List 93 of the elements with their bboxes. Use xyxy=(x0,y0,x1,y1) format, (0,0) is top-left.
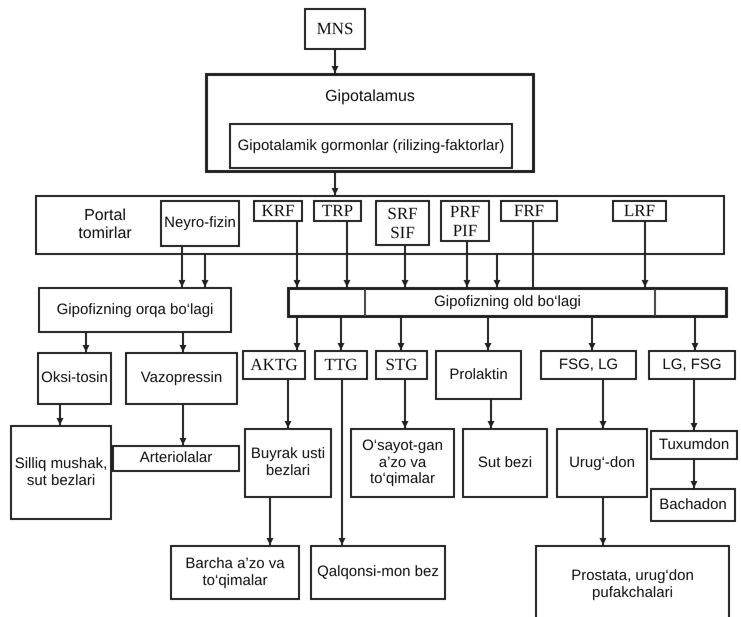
node-label: TTG xyxy=(324,355,358,375)
node-label: O‘sayot-gan a’zo va to‘qimalar xyxy=(361,438,444,488)
arrow xyxy=(180,333,186,352)
arrow xyxy=(180,405,186,445)
process-box xyxy=(170,545,300,600)
process-box xyxy=(304,8,366,50)
node-label: Silliq mushak, sut bezlari xyxy=(14,456,108,490)
node-label: Qalqonsi-mon bez xyxy=(317,564,439,581)
node-label: Urug‘-don xyxy=(569,454,635,472)
process-box xyxy=(556,428,648,498)
process-box xyxy=(253,200,303,222)
node-label: LRF xyxy=(624,201,656,221)
process-box xyxy=(462,428,548,498)
arrow xyxy=(344,222,350,287)
arrow xyxy=(332,50,338,73)
process-bar xyxy=(287,287,728,318)
process-box xyxy=(112,445,240,472)
process-box xyxy=(440,200,490,242)
node-label: Gipofizning orqa bo‘lagi xyxy=(56,302,214,318)
node-label: PRF PIF xyxy=(448,202,482,240)
arrow xyxy=(294,318,300,350)
process-box xyxy=(648,350,736,380)
node-label: FSG, LG xyxy=(558,356,618,374)
arrow xyxy=(600,498,606,545)
arrow xyxy=(398,318,404,350)
arrow xyxy=(600,380,606,428)
arrow xyxy=(332,173,338,195)
process-box xyxy=(229,123,513,169)
group-box xyxy=(205,73,535,173)
process-box xyxy=(350,428,455,498)
node-label: KRF xyxy=(261,201,295,221)
node-label: Gipotalamik gormonlar (rilizing-faktorlar) xyxy=(238,138,504,154)
process-box xyxy=(500,200,558,222)
process-box xyxy=(10,425,112,520)
arrow xyxy=(484,318,492,350)
arrow xyxy=(338,380,346,545)
node-label: Prolaktin xyxy=(449,366,508,384)
node-label: SRF SIF xyxy=(386,204,419,242)
process-box xyxy=(375,200,430,246)
arrow xyxy=(284,380,292,428)
arrow xyxy=(464,242,470,287)
process-box xyxy=(314,350,368,380)
node-label: Arteriolalar xyxy=(140,450,212,467)
arrow xyxy=(294,222,300,287)
process-box xyxy=(612,200,667,222)
process-box xyxy=(38,287,232,333)
node-label: STG xyxy=(385,355,418,375)
node-label: MNS xyxy=(316,19,354,39)
arrow xyxy=(692,318,698,350)
arrow xyxy=(338,318,344,350)
arrow xyxy=(178,247,186,287)
arrow xyxy=(56,405,64,425)
process-box xyxy=(242,350,306,380)
node-label: Portal tomirlar xyxy=(77,207,133,243)
arrow xyxy=(402,380,408,428)
arrow xyxy=(690,380,698,430)
process-box xyxy=(435,350,522,400)
arrow xyxy=(690,460,698,488)
process-box xyxy=(650,430,738,460)
node-label: Neyro-fizin xyxy=(164,215,236,232)
arrow xyxy=(402,246,408,287)
arrow xyxy=(202,255,208,287)
process-box xyxy=(310,545,446,600)
node-label: AKTG xyxy=(250,355,298,375)
process-box xyxy=(540,350,637,380)
node-label: FRF xyxy=(514,201,544,221)
arrow xyxy=(642,222,648,287)
process-box xyxy=(313,200,362,222)
node-label: Sut bezi xyxy=(478,454,532,472)
process-box xyxy=(125,352,238,405)
node-label: Tuxumdon xyxy=(658,436,730,454)
node-label: Buyrak usti bezlari xyxy=(250,446,326,480)
arrow xyxy=(266,498,274,545)
process-box xyxy=(535,545,730,617)
node-label: Vazopressin xyxy=(140,370,222,387)
node-label: Oksi-tosin xyxy=(41,370,108,387)
node-label: Gipotalamus xyxy=(325,88,415,106)
node-label: Prostata, urug‘don pufakchalari xyxy=(570,568,695,602)
node-label: LG, FSG xyxy=(662,356,722,374)
node-label: Barcha a’zo va to‘qimalar xyxy=(184,556,286,590)
arrow xyxy=(494,255,500,287)
process-box xyxy=(37,352,112,405)
group-box xyxy=(35,195,725,255)
node-label: TRP xyxy=(322,201,354,221)
process-box xyxy=(375,350,428,380)
arrow xyxy=(588,318,596,350)
process-box xyxy=(650,488,736,522)
arrow xyxy=(82,333,90,352)
node-label: Gipofizning old bo‘lagi xyxy=(434,294,581,311)
arrow xyxy=(488,400,494,428)
node-label: Bachadon xyxy=(659,496,727,514)
process-box xyxy=(160,200,240,247)
process-box xyxy=(244,428,332,498)
